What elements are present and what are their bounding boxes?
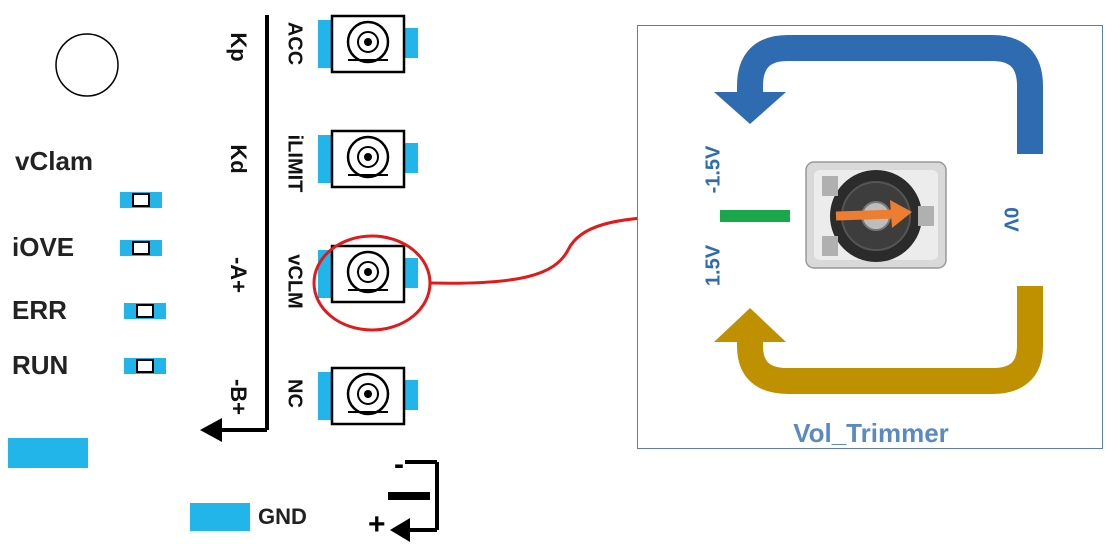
led-label-vclam: vClam xyxy=(15,146,94,176)
blue-pad xyxy=(8,438,88,468)
trimmer-title: Vol_Trimmer xyxy=(793,418,949,448)
battery-symbol xyxy=(388,460,439,542)
gnd-pad xyxy=(190,503,250,531)
led-iove xyxy=(120,240,162,256)
trimmer-pot-nc xyxy=(318,366,418,426)
pot-label-kp: Kp xyxy=(226,32,251,62)
pot-label-acc: ACC xyxy=(283,21,306,66)
trimmer-pot-ilimit xyxy=(318,129,418,189)
led-run xyxy=(124,358,166,374)
rail-arrow-head xyxy=(200,418,222,442)
pot-label-vclm: vCLM xyxy=(283,254,306,309)
pot-label-kd: Kd xyxy=(226,144,251,174)
led-vclam xyxy=(120,192,162,208)
pot-label-nc: NC xyxy=(283,379,306,408)
gnd-label: GND xyxy=(258,504,307,529)
trimmer-pot-vclm xyxy=(318,244,418,304)
trimmer-pot-acc xyxy=(318,14,418,74)
rotation-arrow-positive xyxy=(737,286,1043,394)
led-label-iove: iOVE xyxy=(12,232,75,262)
pointer-arrow xyxy=(890,200,912,228)
trimmer-diagram xyxy=(714,35,1043,394)
led-label-err: ERR xyxy=(12,295,67,325)
pot-label-ilimit: iLIMIT xyxy=(283,134,306,193)
trimmer-photo xyxy=(805,161,947,269)
voltage-label-zero: 0V xyxy=(999,207,1022,232)
led-label-run: RUN xyxy=(12,350,69,380)
pot-label-b: -B+ xyxy=(226,378,251,416)
battery-plus-label: + xyxy=(368,508,386,541)
pot-label-a: -A+ xyxy=(226,256,251,294)
trimmer-panel: -1.5V 1.5V 0V Vol_Trimmer xyxy=(637,25,1103,449)
mounting-hole xyxy=(55,33,119,97)
voltage-label-positive: 1.5V xyxy=(702,244,725,287)
callout-connector xyxy=(429,214,676,285)
rotation-arrow-negative xyxy=(737,35,1043,154)
voltage-label-negative: -1.5V xyxy=(702,145,725,194)
led-err xyxy=(124,303,166,319)
battery-minus-label: - xyxy=(394,448,404,481)
